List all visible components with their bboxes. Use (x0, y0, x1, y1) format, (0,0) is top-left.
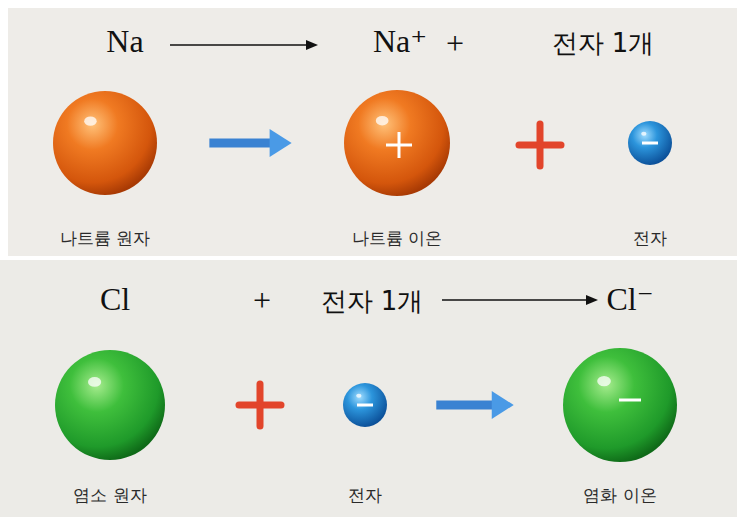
ball-shape (53, 91, 157, 195)
ball-circle (563, 348, 677, 462)
ball-caption: 전자 (348, 484, 382, 507)
atom-ball: 나트륨 원자 (53, 91, 157, 195)
equation-term: 전자 1개 (321, 287, 424, 316)
ball-highlight (356, 394, 361, 398)
ball-highlight (88, 377, 101, 387)
electron-ball: 전자 (343, 383, 387, 427)
atom-ball: 나트륨 이온 (344, 90, 450, 196)
ball-highlight (641, 132, 646, 136)
ball-shape (628, 121, 672, 165)
plus-bar (257, 384, 264, 426)
equation-term: + (253, 283, 271, 318)
equation-term: + (446, 26, 464, 61)
ball-caption: 염소 원자 (73, 484, 146, 507)
atom-ball: 염화 이온 (563, 348, 677, 462)
ball-circle (344, 90, 450, 196)
plus-bar (537, 124, 544, 166)
arrow-shaft (209, 139, 271, 148)
ball-shape (563, 348, 677, 462)
ball-circle (55, 350, 165, 460)
top-panel (8, 8, 737, 256)
bottom-panel (0, 260, 737, 517)
ball-caption: 나트륨 이온 (352, 227, 442, 250)
equation-term: Cl⁻ (606, 282, 653, 317)
equation-term: Cl (100, 282, 130, 317)
equation-arrowhead (306, 40, 318, 50)
equation-arrowhead (586, 295, 598, 305)
ball-highlight (597, 376, 611, 386)
ball-caption: 나트륨 원자 (60, 227, 150, 250)
charge-symbol (398, 132, 401, 158)
charge-symbol (619, 399, 641, 402)
equation-term: Na⁺ (373, 24, 427, 59)
ball-shape (343, 383, 387, 427)
ball-highlight (376, 116, 389, 126)
red-plus-symbol (239, 384, 281, 426)
equation-term: 전자 1개 (552, 29, 655, 58)
ball-caption: 전자 (633, 227, 667, 250)
equation-term: Na (106, 24, 143, 59)
equation-arrow (442, 299, 590, 301)
ball-highlight (84, 116, 96, 125)
charge-symbol (357, 404, 373, 407)
ball-circle (628, 121, 672, 165)
arrow-shaft (436, 401, 493, 410)
arrow-head (492, 391, 514, 419)
charge-symbol (642, 142, 658, 145)
ball-circle (53, 91, 157, 195)
red-plus-symbol (519, 124, 561, 166)
ball-caption: 염화 이온 (583, 484, 656, 507)
reaction-arrow (209, 129, 291, 157)
equation-arrow (170, 44, 310, 46)
ball-shape (344, 90, 450, 196)
arrow-head (270, 129, 292, 157)
ball-circle (343, 383, 387, 427)
atom-ball: 염소 원자 (55, 350, 165, 460)
reaction-arrow (436, 391, 513, 419)
ball-shape (55, 350, 165, 460)
electron-ball: 전자 (628, 121, 672, 165)
